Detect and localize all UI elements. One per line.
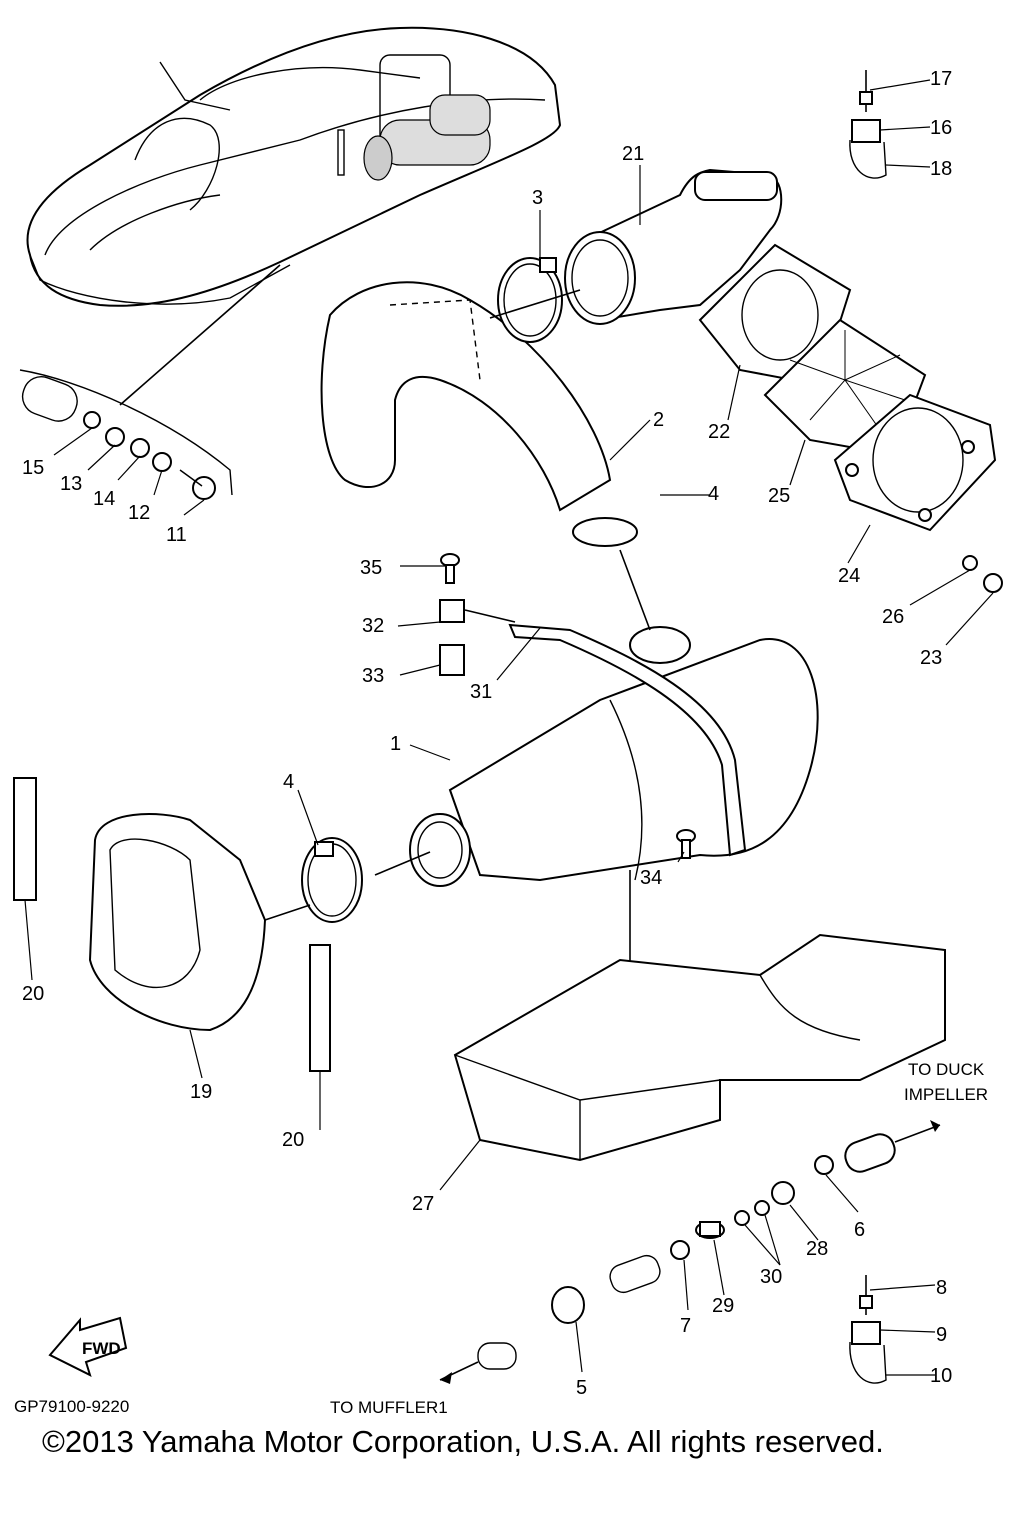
washer-14-part (130, 438, 150, 458)
diagram-code: GP79100-9220 (14, 1397, 129, 1416)
part-label-20-right: 20 (282, 1129, 304, 1151)
part-label-32: 32 (362, 615, 384, 637)
clip-6-part (814, 1155, 834, 1175)
damper-20-right-part (309, 944, 331, 1072)
part-label-33: 33 (362, 665, 384, 687)
part-label-27: 27 (412, 1193, 434, 1215)
hose-clamp-4-upper-part (572, 517, 638, 547)
part-label-6: 6 (854, 1219, 865, 1241)
clip-32-part (439, 599, 465, 623)
washer-30a-part (734, 1210, 750, 1226)
watercraft-illustration (26, 26, 562, 307)
fitting-29-part (695, 1221, 725, 1239)
part-label-2: 2 (653, 409, 664, 431)
nut-13-part (105, 427, 125, 447)
muffler-mount-27-part (453, 933, 946, 1162)
part-label-17: 17 (930, 68, 952, 90)
strap-18-part (849, 139, 887, 179)
part-label-23: 23 (920, 647, 942, 669)
hull-fitting-group (19, 369, 233, 500)
damper-20-left-part (13, 777, 37, 901)
part-label-4-upper: 4 (708, 483, 719, 505)
strap-10-part (849, 1341, 887, 1384)
hose-clamp-15-part (83, 411, 101, 429)
exhaust-outlet-21-part (564, 168, 783, 325)
forward-label: FWD (82, 1339, 121, 1358)
part-label-18: 18 (930, 158, 952, 180)
forward-arrow: FWD (48, 1316, 128, 1377)
outlet-cover-24-part (833, 393, 997, 532)
fitting-11-part (192, 476, 216, 500)
to-duck-impeller-label-line2: IMPELLER (904, 1085, 988, 1104)
band-31-part (508, 623, 747, 857)
part-label-35: 35 (360, 557, 382, 579)
part-label-21: 21 (622, 143, 644, 165)
to-muffler-label: TO MUFFLER1 (330, 1398, 448, 1417)
exhaust-hose-2-part (320, 281, 612, 512)
to-duck-impeller-label-line1: TO DUCK (908, 1060, 985, 1079)
part-label-34: 34 (640, 867, 662, 889)
part-label-20-left: 20 (22, 983, 44, 1005)
part-label-4-lower: 4 (283, 771, 294, 793)
part-label-26: 26 (882, 606, 904, 628)
sleeve-5-part (551, 1286, 585, 1324)
damper-33-part (439, 644, 465, 676)
copyright-notice: ©2013 Yamaha Motor Corporation, U.S.A. A… (42, 1424, 884, 1459)
part-label-22: 22 (708, 421, 730, 443)
muffler-1-part (409, 626, 819, 887)
part-label-9: 9 (936, 1324, 947, 1346)
muffler-preview-icon (363, 94, 491, 181)
part-label-12: 12 (128, 502, 150, 524)
part-label-13: 13 (60, 473, 82, 495)
part-label-30: 30 (760, 1266, 782, 1288)
impeller-hose-part (844, 1120, 941, 1173)
clip-7-part (670, 1240, 690, 1260)
part-label-11: 11 (166, 524, 187, 546)
collar-26-part (962, 555, 978, 571)
holder-9-part (851, 1321, 881, 1345)
joint-19-part (88, 813, 267, 1032)
part-label-29: 29 (712, 1295, 734, 1317)
part-label-5: 5 (576, 1377, 587, 1399)
part-label-10: 10 (930, 1365, 952, 1387)
hose-clamp-4-lower-part (301, 837, 363, 923)
part-label-8: 8 (936, 1277, 947, 1299)
part-label-7: 7 (680, 1315, 691, 1337)
part-label-15: 15 (22, 457, 44, 479)
muffler-hose-part (439, 1254, 661, 1384)
nut-28-part (771, 1181, 795, 1205)
part-label-31: 31 (470, 681, 492, 703)
part-label-3: 3 (532, 187, 543, 209)
bolt-35-part (440, 553, 460, 584)
part-label-16: 16 (930, 117, 952, 139)
bolt-34-part (676, 829, 696, 859)
grommet-bolt-8-part (859, 1275, 873, 1315)
part-label-1: 1 (390, 733, 401, 755)
nut-23-part (983, 573, 1003, 593)
part-label-25: 25 (768, 485, 790, 507)
part-label-19: 19 (190, 1081, 212, 1103)
part-label-24: 24 (838, 565, 860, 587)
washer-12-part (152, 452, 172, 472)
part-label-28: 28 (806, 1238, 828, 1260)
hose-clamp-3-part (497, 257, 563, 343)
part-label-14: 14 (93, 488, 115, 510)
washer-30b-part (754, 1200, 770, 1216)
grommet-bolt-17-part (859, 70, 873, 112)
holder-16-part (851, 119, 881, 143)
